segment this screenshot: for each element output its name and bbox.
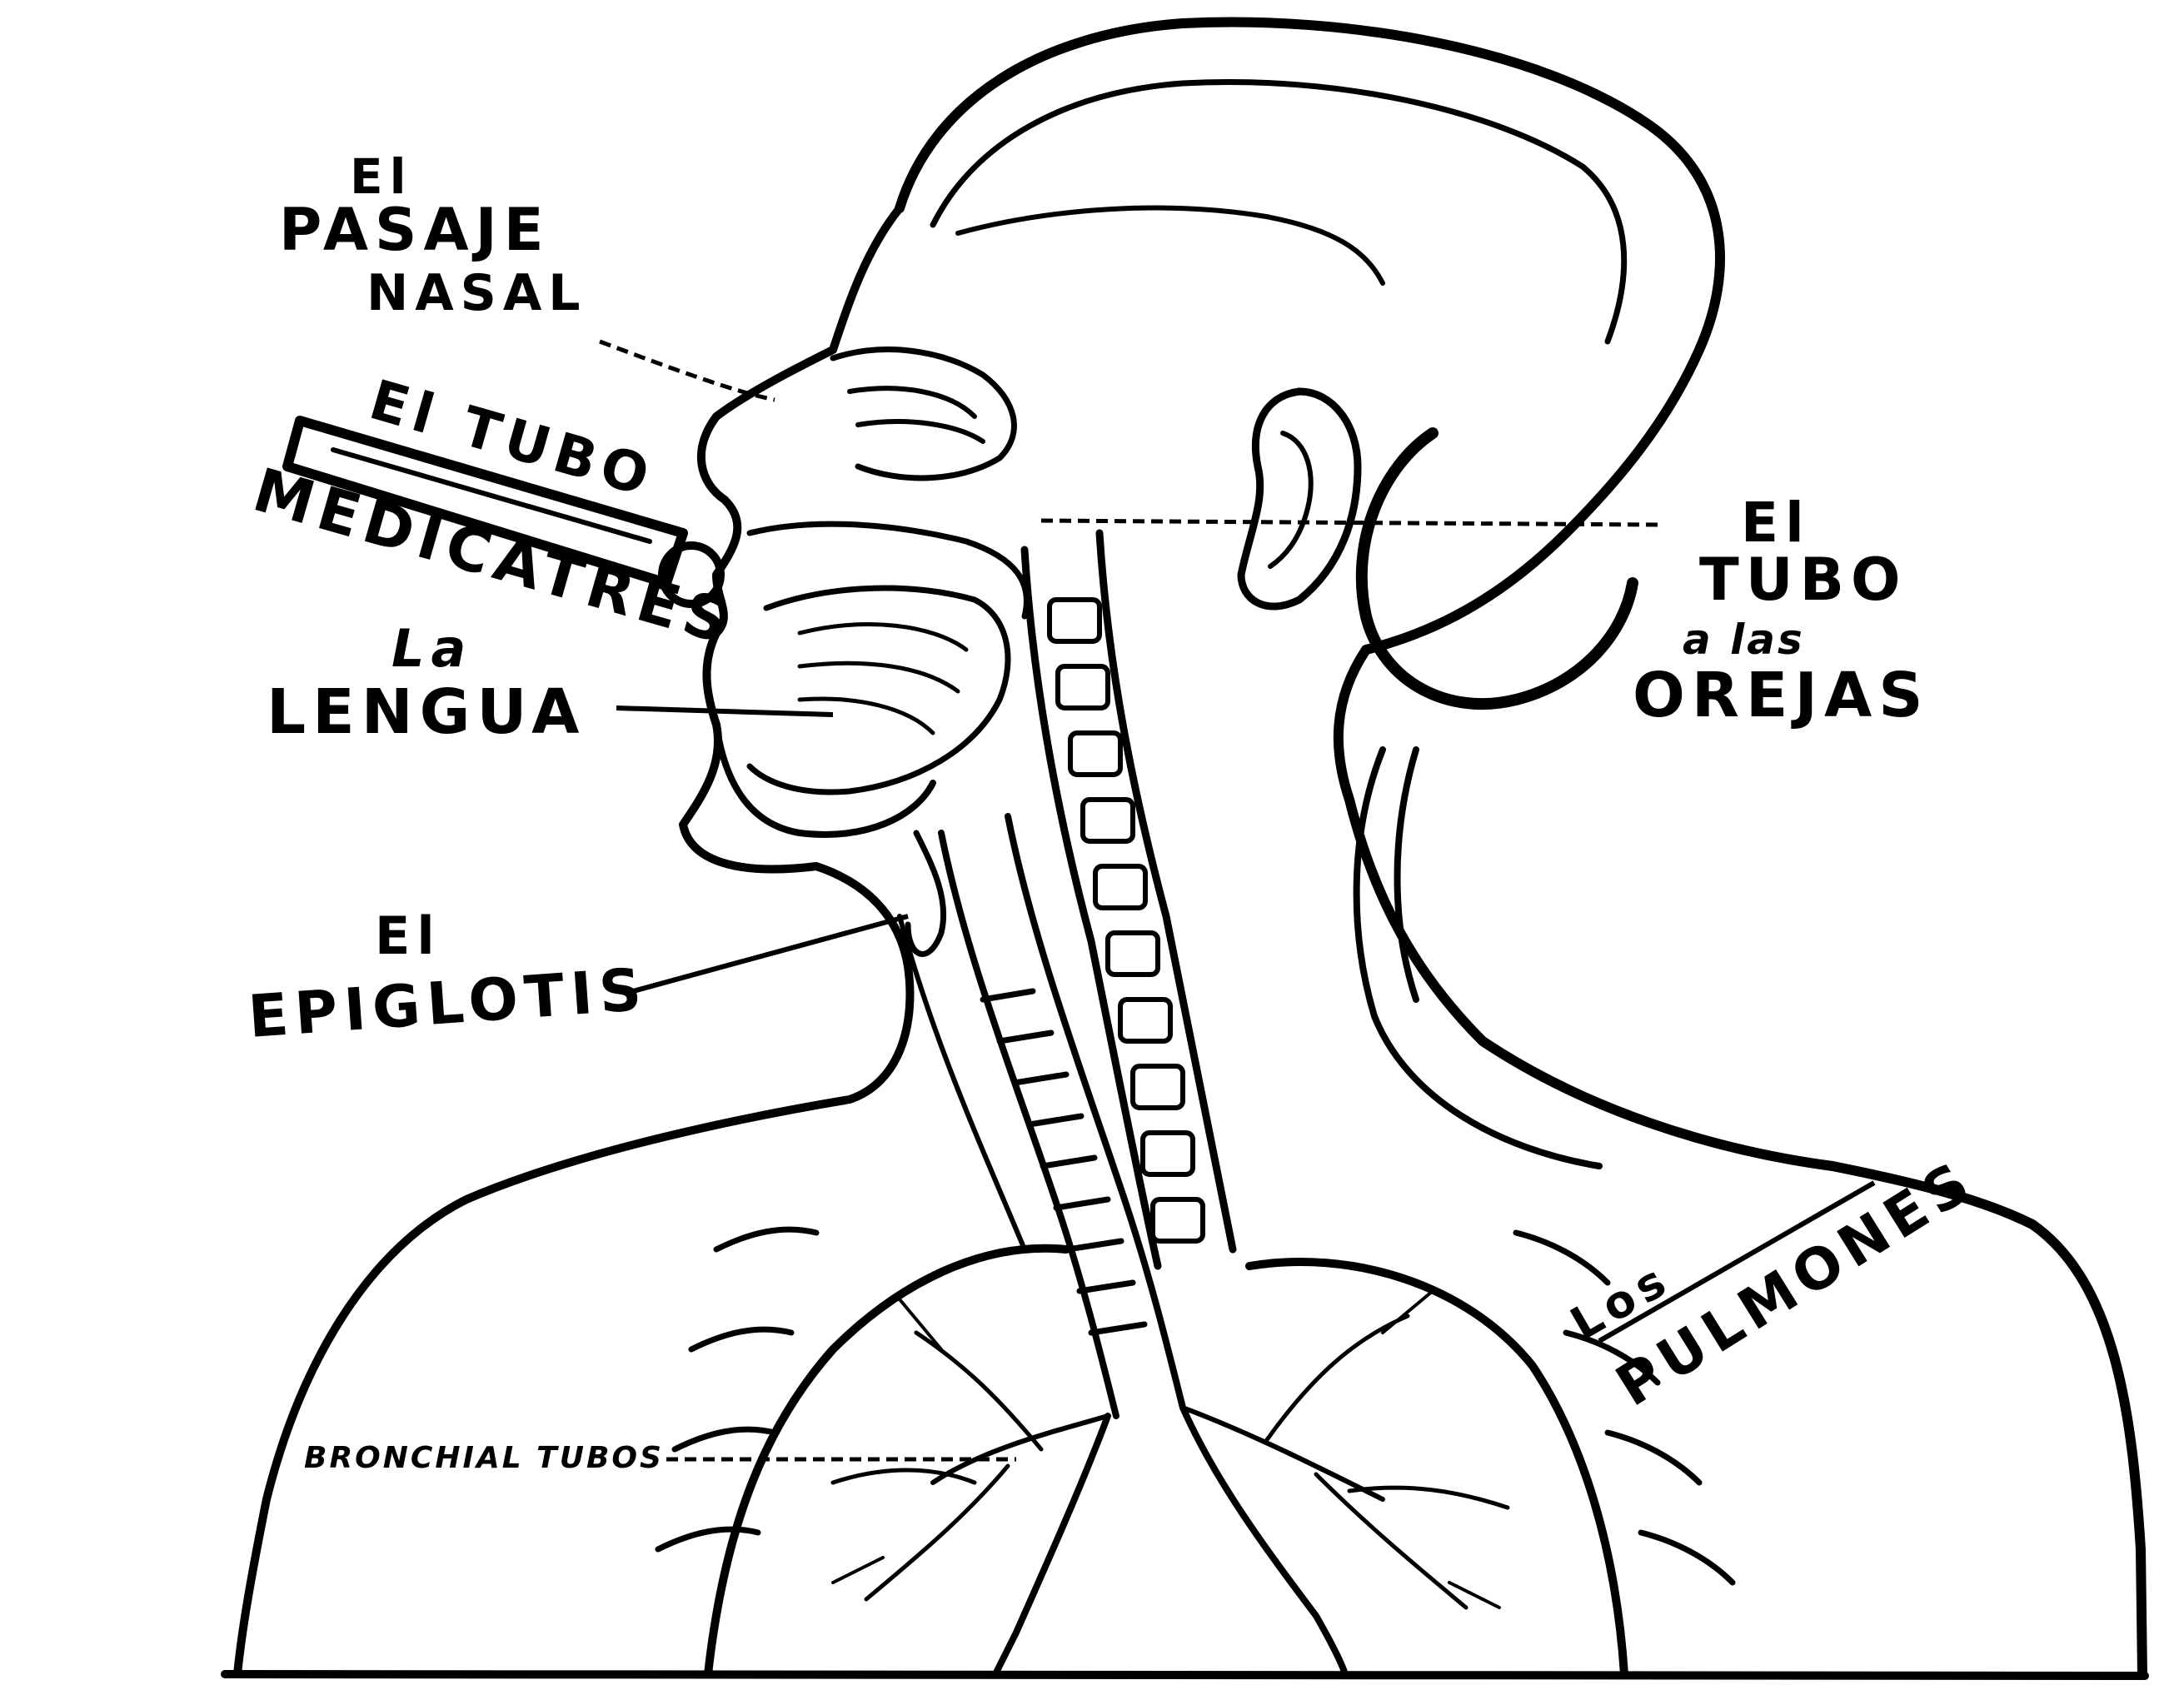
ear-tube — [1357, 433, 1633, 1166]
label-lungs: Los PULMONES — [1562, 1148, 1987, 1420]
tongue-leader-line — [616, 708, 833, 715]
tongue-label-line-2: LENGUA — [267, 676, 586, 748]
label-nasal-passage: El PASAJE NASAL — [279, 148, 587, 322]
tongue-label-line-1: La — [391, 618, 472, 679]
lungs — [658, 1229, 1733, 1674]
nasal-label-line-3: NASAL — [366, 264, 587, 322]
epiglottis-label-line-1: El — [375, 905, 441, 966]
bronchial-tubes-label: BRONCHIAL TUBOS — [304, 1441, 664, 1475]
label-ear-tube: El TUBO a las OREJAS — [1633, 491, 1930, 731]
tube-label-line-1: El TUBO — [363, 367, 662, 510]
label-tongue: La LENGUA — [267, 618, 586, 748]
epiglottis-leader-line — [633, 916, 908, 991]
ears-label-line-4: OREJAS — [1633, 660, 1930, 731]
spine — [1025, 533, 1233, 1266]
label-medicator-tube: El TUBO MEDICATRES — [246, 367, 742, 658]
epiglottis-label-line-2: EPIGLOTIS — [246, 955, 650, 1051]
label-epiglottis: El EPIGLOTIS — [246, 905, 650, 1051]
ears-label-line-3: a las — [1683, 616, 1805, 664]
ears-label-line-2: TUBO — [1699, 546, 1907, 614]
nasal-label-line-2: PASAJE — [279, 196, 551, 264]
